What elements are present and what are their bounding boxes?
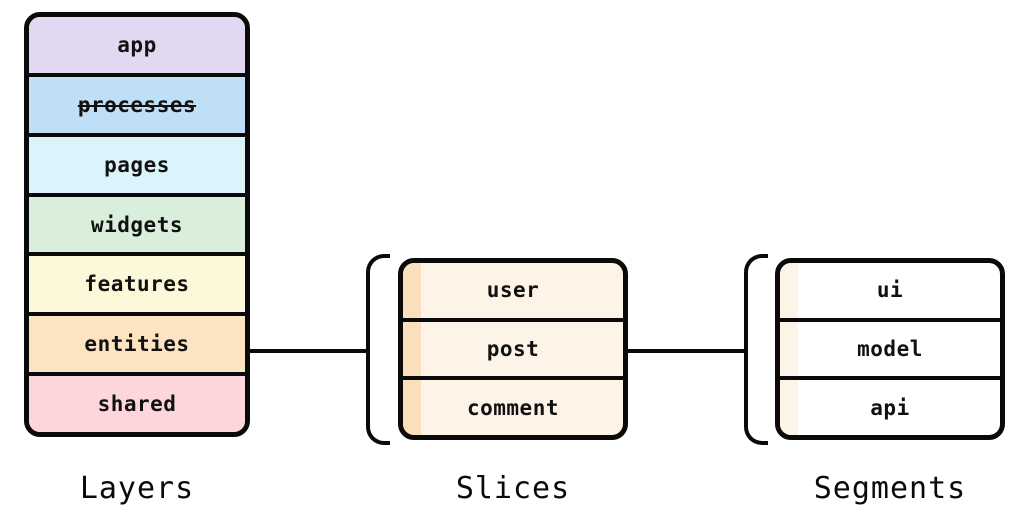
layer-row-label: features	[84, 272, 190, 297]
slice-row-user: user	[403, 263, 623, 322]
layers-rows: app processes pages widgets features entities…	[29, 17, 245, 432]
layer-row-shared: shared	[29, 376, 245, 432]
slice-row-post: post	[403, 322, 623, 381]
segment-row-label: model	[857, 337, 923, 361]
layer-row-label: entities	[84, 332, 190, 357]
connector-slices-to-segments	[626, 349, 748, 353]
segments-left-stripe	[780, 263, 798, 435]
slices-bracket	[366, 254, 390, 445]
layer-row-processes: processes	[29, 76, 245, 137]
segments-bracket	[744, 254, 768, 445]
segment-row-model: model	[780, 322, 1000, 381]
layer-row-label: app	[117, 32, 157, 57]
layer-row-pages: pages	[29, 136, 245, 197]
layer-row-widgets: widgets	[29, 196, 245, 257]
layers-caption: Layers	[79, 471, 195, 506]
layer-row-label: widgets	[90, 212, 183, 237]
slices-left-stripe	[403, 263, 421, 435]
layers-stack: app processes pages widgets features entities…	[24, 12, 250, 437]
segments-caption: Segments	[813, 471, 967, 506]
segments-rows: ui model api	[780, 263, 1000, 435]
layer-row-entities: entities	[29, 316, 245, 377]
slices-box: user post comment	[398, 258, 628, 440]
segments-box: ui model api	[775, 258, 1005, 440]
slice-row-label: comment	[466, 395, 559, 420]
layer-row-features: features	[29, 256, 245, 317]
slice-row-label: user	[486, 278, 540, 303]
segment-row-api: api	[780, 380, 1000, 435]
slice-row-comment: comment	[403, 380, 623, 435]
slice-row-label: post	[486, 337, 540, 361]
segment-row-ui: ui	[780, 263, 1000, 322]
slices-rows: user post comment	[403, 263, 623, 435]
layer-row-label: shared	[97, 392, 177, 417]
connector-layers-to-slices	[248, 349, 370, 353]
slices-caption: Slices	[455, 471, 571, 506]
layer-row-label: pages	[104, 152, 170, 177]
segment-row-label: api	[870, 395, 910, 420]
layer-row-app: app	[29, 17, 245, 77]
segment-row-label: ui	[876, 278, 904, 303]
layer-row-label: processes	[77, 92, 197, 117]
